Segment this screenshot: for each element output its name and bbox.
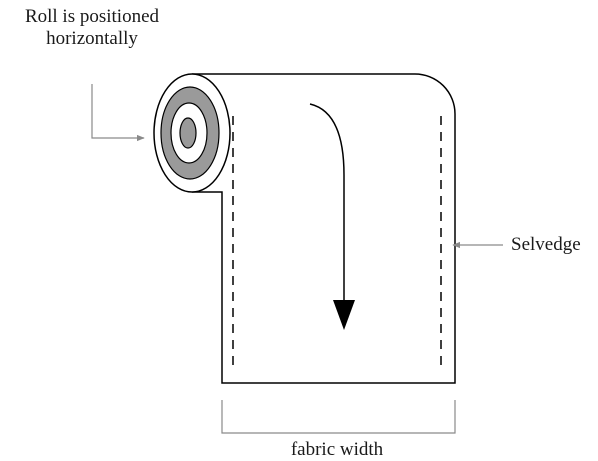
selvedge-label: Selvedge bbox=[511, 234, 581, 255]
roll-orientation-label: Roll is positioned horizontally bbox=[0, 6, 184, 50]
unroll-arrowhead bbox=[333, 300, 355, 330]
fabric-width-label: fabric width bbox=[290, 439, 384, 460]
roll-label-line-1: Roll is positioned bbox=[24, 6, 160, 27]
roll-label-line-2: horizontally bbox=[46, 28, 138, 49]
roll-core bbox=[179, 117, 197, 149]
unroll-direction-arrow bbox=[309, 103, 345, 304]
fabric-width-bracket bbox=[221, 400, 456, 434]
fabric-sheet bbox=[192, 73, 456, 384]
roll-pointer-arrow bbox=[91, 84, 145, 142]
